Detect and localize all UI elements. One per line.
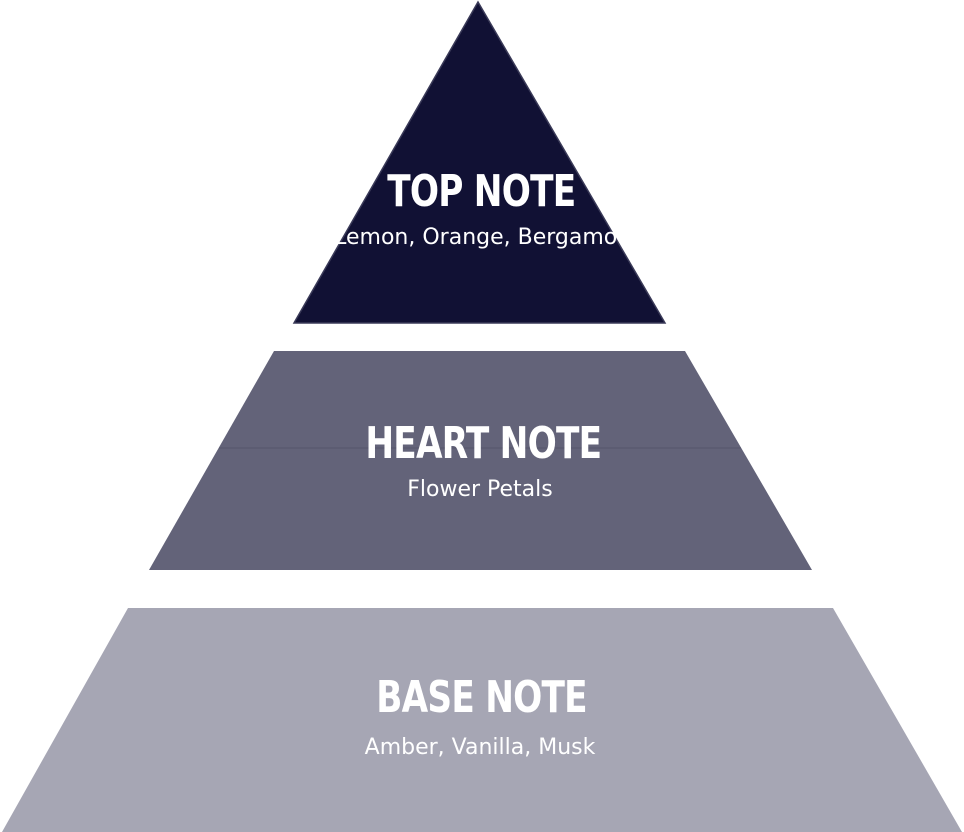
heart-note-title: HEART NOTE — [365, 418, 602, 469]
top-note-triangle — [292, 0, 667, 324]
base-note-trapezoid — [2, 608, 962, 832]
base-note-ingredients: Amber, Vanilla, Musk — [364, 735, 596, 760]
base-note-title: BASE NOTE — [376, 672, 587, 723]
heart-note-trapezoid — [149, 351, 812, 570]
top-note-title: TOP NOTE — [387, 166, 576, 217]
heart-note-ingredients: Flower Petals — [407, 477, 553, 502]
top-note-ingredients: Lemon, Orange, Bergamot — [334, 225, 626, 250]
